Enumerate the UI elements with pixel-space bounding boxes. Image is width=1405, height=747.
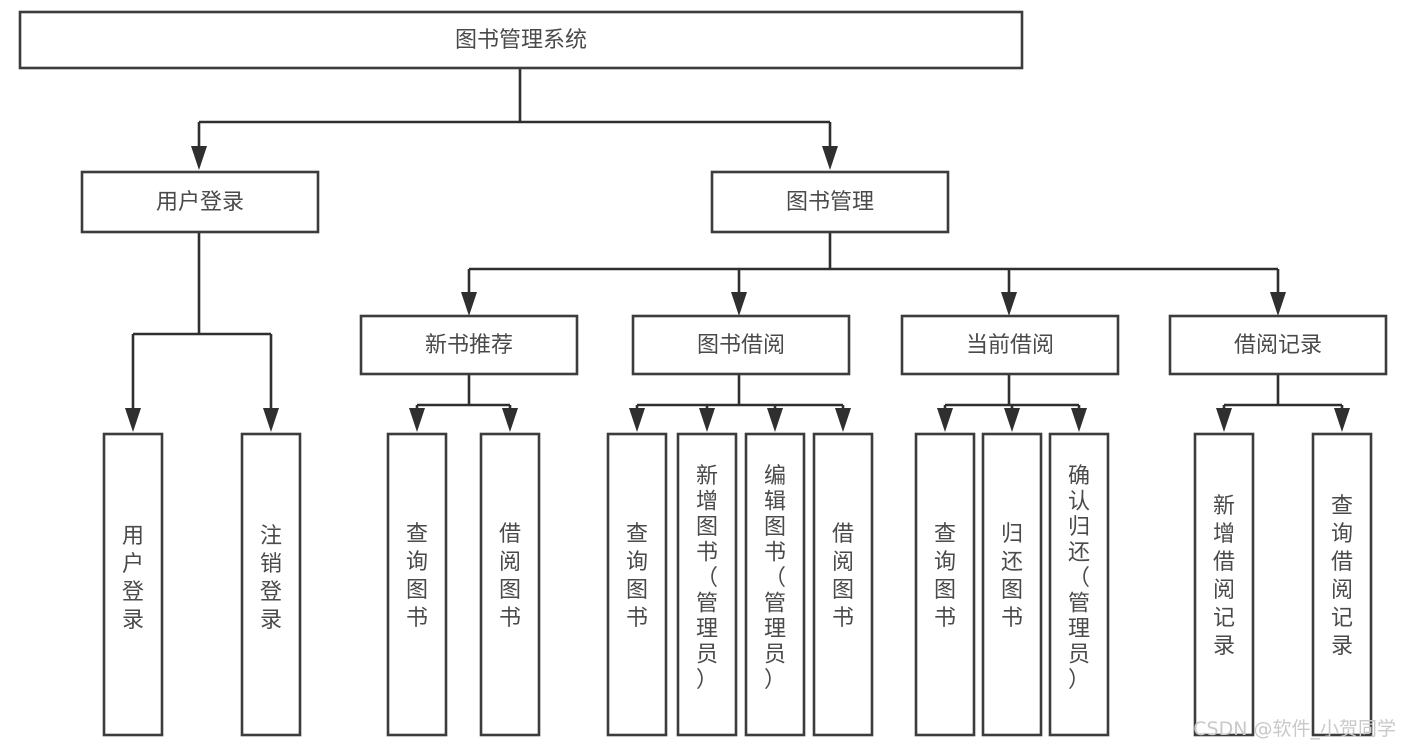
leaf-br-query-record[interactable]: 查询借阅记录 [1311,432,1373,737]
arrow-head-bb-leaf-1 [629,408,645,432]
leaf-user-login-label: 用户登录 [122,524,144,633]
arrow-head-current-borrow [1001,292,1017,316]
leaf-bb-query-book[interactable]: 查询图书 [606,432,668,737]
leaf-nbr-borrow-book-label: 借阅图书 [499,522,521,631]
node-user-login[interactable]: 用户登录 [80,170,320,234]
leaf-cb-confirm-return-box[interactable] [1048,432,1110,737]
node-book-borrow-label: 图书借阅 [697,333,785,358]
leaf-br-add-record[interactable]: 新增借阅记录 [1193,432,1255,737]
node-new-book-recommend[interactable]: 新书推荐 [359,314,579,376]
leaf-bb-edit-book[interactable]: 编辑图书（管理员） [744,432,806,737]
leaf-br-query-record-label: 查询借阅记录 [1331,494,1353,659]
leaf-nbr-query-book-box[interactable] [386,432,448,737]
node-user-login-box[interactable] [80,170,320,234]
node-current-borrow-label: 当前借阅 [966,333,1054,358]
leaf-logout[interactable]: 注销登录 [240,432,302,737]
leaf-bb-add-book-label: 新增图书（管理员） [696,464,718,693]
arrow-head-cb-leaf-2 [1004,408,1020,432]
node-current-borrow-box[interactable] [900,314,1120,376]
leaf-cb-query-book-label: 查询图书 [934,522,956,631]
node-borrow-record-label: 借阅记录 [1234,333,1322,358]
node-new-book-recommend-label: 新书推荐 [425,333,513,358]
node-book-management-box[interactable] [710,170,950,234]
leaf-nbr-query-book[interactable]: 查询图书 [386,432,448,737]
leaf-bb-borrow-book-box[interactable] [812,432,874,737]
arrow-head-leaf-logout [263,408,279,432]
arrow-head-book-mgmt [822,146,838,170]
arrow-head-leaf-user-login [125,408,141,432]
leaf-br-add-record-box[interactable] [1193,432,1255,737]
leaf-bb-borrow-book[interactable]: 借阅图书 [812,432,874,737]
node-book-management-label: 图书管理 [786,190,874,215]
leaf-logout-box[interactable] [240,432,302,737]
node-user-login-label: 用户登录 [156,190,244,215]
node-root-label: 图书管理系统 [455,28,587,53]
node-root-box[interactable] [18,10,1024,70]
arrow-head-book-borrow [731,292,747,316]
arrow-head-br-leaf-2 [1334,408,1350,432]
node-current-borrow[interactable]: 当前借阅 [900,314,1120,376]
leaf-br-query-record-box[interactable] [1311,432,1373,737]
leaf-cb-query-book[interactable]: 查询图书 [914,432,976,737]
leaf-bb-borrow-book-label: 借阅图书 [832,522,854,631]
leaf-user-login-box[interactable] [102,432,164,737]
leaf-bb-add-book[interactable]: 新增图书（管理员） [676,432,738,737]
leaf-cb-confirm-return[interactable]: 确认归还（管理员） [1048,432,1110,737]
leaf-cb-confirm-return-label: 确认归还（管理员） [1068,464,1090,693]
leaf-bb-query-book-box[interactable] [606,432,668,737]
arrow-head-bb-leaf-4 [835,408,851,432]
arrow-head-nbr-leaf-2 [502,408,518,432]
arrow-head-cb-leaf-1 [937,408,953,432]
node-borrow-record[interactable]: 借阅记录 [1168,314,1388,376]
node-book-management[interactable]: 图书管理 [710,170,950,234]
leaf-bb-query-book-label: 查询图书 [626,522,648,631]
csdn-watermark: CSDN @软件_小贺同学 [1193,718,1396,740]
arrow-head-bb-leaf-3 [767,408,783,432]
node-book-borrow[interactable]: 图书借阅 [631,314,851,376]
leaf-nbr-query-book-label: 查询图书 [406,522,428,631]
node-new-book-recommend-box[interactable] [359,314,579,376]
arrow-head-new-book-rec [461,292,477,316]
arrow-head-br-leaf-1 [1216,408,1232,432]
leaf-user-login[interactable]: 用户登录 [102,432,164,737]
leaf-cb-return-book[interactable]: 归还图书 [981,432,1043,737]
leaf-cb-return-book-label: 归还图书 [1001,522,1023,631]
node-borrow-record-box[interactable] [1168,314,1388,376]
leaf-logout-label: 注销登录 [260,524,282,633]
arrow-head-bb-leaf-2 [699,408,715,432]
node-book-borrow-box[interactable] [631,314,851,376]
leaf-nbr-borrow-book[interactable]: 借阅图书 [479,432,541,737]
arrow-head-borrow-record [1270,292,1286,316]
leaf-cb-query-book-box[interactable] [914,432,976,737]
arrow-head-nbr-leaf-1 [409,408,425,432]
leaf-bb-add-book-box[interactable] [676,432,738,737]
leaf-bb-edit-book-box[interactable] [744,432,806,737]
node-root[interactable]: 图书管理系统 [18,10,1024,70]
leaf-br-add-record-label: 新增借阅记录 [1213,494,1235,659]
leaf-bb-edit-book-label: 编辑图书（管理员） [764,464,786,693]
connector-layer [125,68,1350,432]
leaf-nbr-borrow-book-box[interactable] [479,432,541,737]
arrow-head-cb-leaf-3 [1071,408,1087,432]
leaf-cb-return-book-box[interactable] [981,432,1043,737]
arrow-head-user-login [191,146,207,170]
